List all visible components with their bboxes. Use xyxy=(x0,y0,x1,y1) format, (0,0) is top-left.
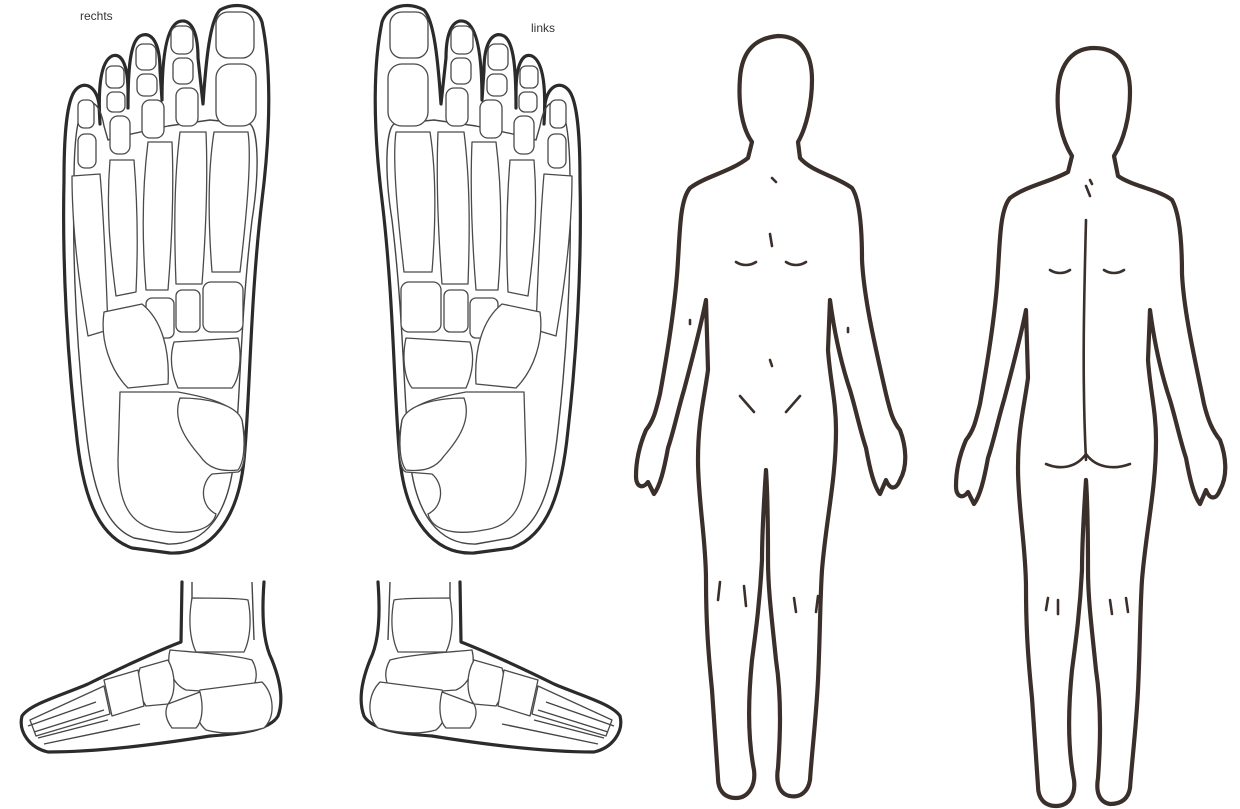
left-foot-side-diagram xyxy=(361,582,621,752)
left-intermediate-cuneiform xyxy=(444,290,468,332)
right-foot-side-diagram xyxy=(21,582,281,752)
right-toe3-proximal-phalanx xyxy=(142,100,164,138)
left-medial-cuneiform xyxy=(401,282,441,332)
left-toe5-distal-phalanx xyxy=(550,100,566,128)
right-foot-sole-diagram xyxy=(64,6,269,554)
body-front-view xyxy=(636,36,905,798)
right-toe5-distal-phalanx xyxy=(78,100,94,128)
right-toe2-middle-phalanx xyxy=(173,58,193,84)
right-toe4-distal-phalanx xyxy=(106,66,124,88)
body-back-view xyxy=(956,48,1225,806)
right-toe3-distal-phalanx xyxy=(136,44,156,70)
right-hallux-proximal-phalanx xyxy=(216,64,256,126)
right-metatarsal-2 xyxy=(175,132,207,284)
left-toe2-proximal-phalanx xyxy=(446,88,468,126)
body-front-outline xyxy=(636,36,905,798)
right-hallux-distal-phalanx xyxy=(216,12,254,58)
left-hallux-distal-phalanx xyxy=(390,12,428,58)
right-toe5-proximal-phalanx xyxy=(78,134,96,168)
left-toe5-proximal-phalanx xyxy=(548,134,566,168)
left-navicular xyxy=(404,338,473,388)
right-toe2-proximal-phalanx xyxy=(176,88,198,126)
left-toe3-proximal-phalanx xyxy=(480,100,502,138)
left-foot-label: links xyxy=(531,21,555,35)
right-toe4-middle-phalanx xyxy=(107,92,125,112)
left-metatarsal-3 xyxy=(471,142,501,290)
left-toe4-middle-phalanx xyxy=(519,92,537,112)
left-side-calcaneus xyxy=(370,682,446,733)
right-foot-label: rechts xyxy=(80,9,113,23)
left-toe2-distal-phalanx xyxy=(451,26,473,54)
right-toe4-proximal-phalanx xyxy=(110,116,130,154)
left-metatarsal-2 xyxy=(437,132,469,284)
right-toe2-distal-phalanx xyxy=(171,26,193,54)
right-side-calcaneus xyxy=(196,682,272,733)
left-toe4-distal-phalanx xyxy=(520,66,538,88)
left-toe2-middle-phalanx xyxy=(451,58,471,84)
left-tibia xyxy=(392,598,452,652)
right-navicular xyxy=(171,338,240,388)
body-back-outline xyxy=(956,48,1225,806)
left-toe3-middle-phalanx xyxy=(487,74,507,96)
left-toe3-distal-phalanx xyxy=(488,44,508,70)
right-tibia xyxy=(190,598,250,652)
right-intermediate-cuneiform xyxy=(176,290,200,332)
left-foot-sole-diagram xyxy=(375,6,580,554)
left-hallux-proximal-phalanx xyxy=(388,64,428,126)
right-metatarsal-3 xyxy=(143,142,173,290)
right-toe3-middle-phalanx xyxy=(137,74,157,96)
left-toe4-proximal-phalanx xyxy=(514,116,534,154)
right-medial-cuneiform xyxy=(203,282,243,332)
